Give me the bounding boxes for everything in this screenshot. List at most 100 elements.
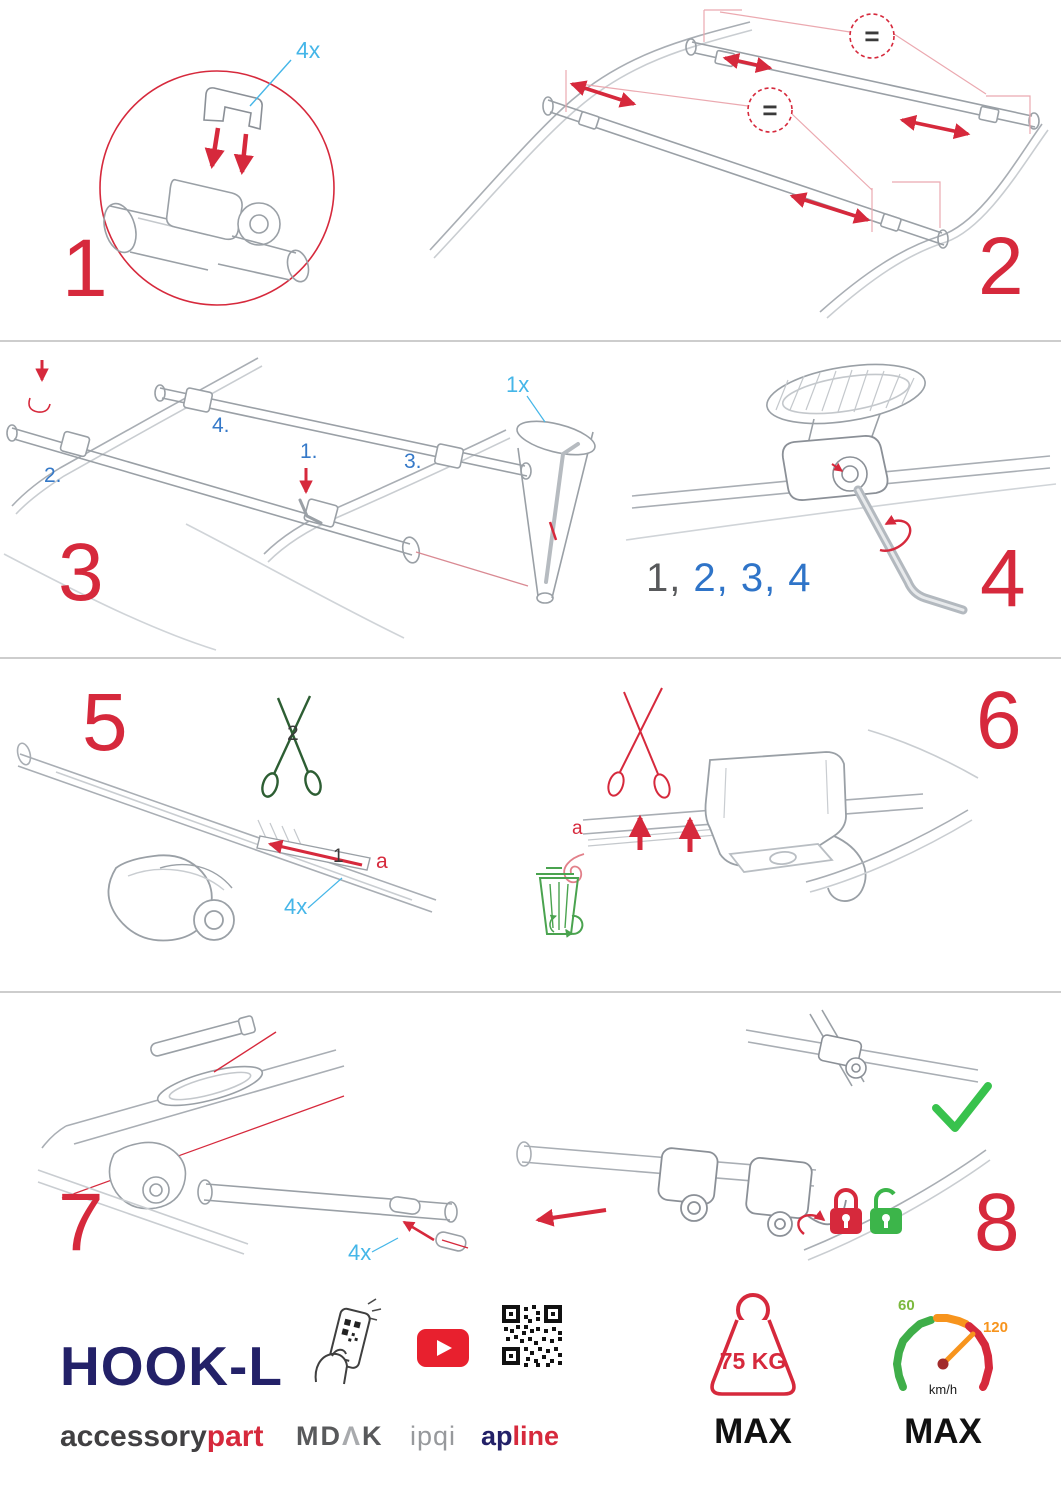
brand-name: accessorypart: [60, 1420, 263, 1454]
logo-mdak-lambda: Λ: [342, 1421, 363, 1451]
step3-illustration: 2. 4. 1. 3. 1x: [3, 357, 596, 651]
slide-arrow: [535, 1208, 607, 1227]
qty-label-4x: 4x: [348, 1240, 371, 1265]
step-number-6: 6: [976, 675, 1022, 766]
step-number-5: 5: [82, 677, 128, 768]
tightening-sequence: 1,2, 3, 4: [646, 556, 812, 601]
logo-apline-ap: ap: [481, 1421, 513, 1451]
equal-sign: =: [864, 21, 879, 51]
sequence-remaining: 2, 3, 4: [693, 556, 812, 600]
step-number-4: 4: [980, 533, 1026, 624]
step5-illustration: 2 1 a 4x: [16, 695, 437, 942]
roof-rails: [3, 357, 511, 651]
crossbars: [6, 384, 532, 564]
qty-label-1x: 1x: [506, 372, 529, 397]
product-name: HOOK-L: [60, 1335, 283, 1397]
push-up-arrows: [628, 814, 702, 852]
logo-ipqi: ipqi: [410, 1421, 457, 1451]
clamp: [37, 1141, 249, 1255]
brand-part: part: [206, 1420, 264, 1453]
step6-illustration: a: [536, 687, 979, 938]
cut-strap-curl: [563, 853, 585, 884]
upper-bar: [41, 1049, 345, 1149]
insert-arrows: [204, 127, 254, 176]
funnel-with-hex-key: [516, 420, 596, 604]
equal-spacing-badge-rear: =: [849, 13, 895, 59]
logo-apline: apline: [481, 1421, 559, 1452]
substep-3-label: 3.: [404, 450, 422, 473]
section-divider-2: [0, 657, 1061, 659]
brand-accessory: accessory: [60, 1420, 207, 1453]
clamp-foot: [107, 854, 235, 942]
speed-max-value-label: 120: [983, 1319, 1008, 1336]
qty-label-4x: 4x: [284, 894, 307, 919]
logo-mdak-k: K: [362, 1421, 384, 1451]
substep-4-label: 4.: [212, 414, 230, 437]
roof-rail: [16, 742, 437, 913]
step-number-8: 8: [974, 1177, 1020, 1268]
needle: [940, 1331, 976, 1367]
zoom-circle: [99, 70, 335, 306]
step-number-1: 1: [62, 223, 108, 314]
crossbar-clamp-drawing: [103, 178, 310, 283]
step1-illustration: 4x: [99, 37, 335, 306]
trash-recycle-icon: [536, 867, 584, 938]
flush-rail: [803, 1149, 991, 1261]
equal-spacing-badge-front: =: [747, 87, 793, 133]
strap-a-label: a: [376, 850, 388, 873]
section-divider-1: [0, 340, 1061, 342]
bar-end-section: [766, 363, 926, 445]
padlock-closed-icon: [830, 1188, 862, 1234]
weight-max-label: MAX: [714, 1412, 792, 1451]
step7-illustration: 4x: [37, 1015, 469, 1265]
cover-strip: [150, 1015, 256, 1057]
flush-rail: [805, 809, 973, 893]
logo-mdak-md: MD: [296, 1421, 342, 1451]
rotation-arrow: [879, 514, 912, 552]
foot-bracket: [704, 751, 867, 902]
crossbars: [542, 38, 1040, 249]
pull-step-label: 1: [333, 846, 344, 867]
hexkey-pointer: [298, 468, 323, 525]
speed-min-label: 60: [898, 1297, 915, 1314]
step4-illustration: [625, 363, 1057, 615]
fixing-bracket: [203, 87, 263, 131]
hex-key: [853, 485, 968, 615]
clamp-with-bolt: [781, 435, 889, 501]
equal-sign: =: [762, 95, 777, 125]
adjust-arrows: [569, 53, 971, 224]
correct-mount-mini: [745, 1009, 979, 1087]
section-divider-3: [0, 991, 1061, 993]
rotation-arrow: [797, 1210, 826, 1235]
weight-kettlebell-icon: 75 KG: [710, 1293, 796, 1396]
clamps: [657, 1147, 847, 1237]
padlock-open-icon: [870, 1188, 902, 1234]
step-number-2: 2: [978, 221, 1024, 312]
speed-unit-label: km/h: [929, 1382, 957, 1397]
step-number-7: 7: [58, 1177, 104, 1268]
checkmark-icon: [932, 1082, 992, 1132]
cut-step-label: 2: [287, 722, 299, 745]
lower-bar-endcaps: [197, 1179, 467, 1252]
phone-scan-icon: [314, 1298, 382, 1385]
qty-label-4x: 4x: [296, 37, 321, 63]
speed-max-label: MAX: [904, 1412, 982, 1451]
youtube-play-icon: [417, 1329, 469, 1367]
first-step-pointer: [28, 360, 51, 413]
step8-illustration: [516, 1009, 992, 1261]
step-number-3: 3: [58, 527, 104, 618]
max-weight-value: 75 KG: [720, 1348, 786, 1374]
logo-mdak: MDΛK: [296, 1421, 384, 1452]
scissors-icon: [607, 687, 671, 799]
sequence-done: 1,: [646, 556, 682, 600]
logo-apline-line: line: [512, 1421, 560, 1451]
qr-code: [502, 1305, 562, 1367]
cap-insert-arrows: [402, 1220, 469, 1249]
pull-arrow: [267, 839, 363, 867]
step2-illustration: = =: [429, 9, 1049, 319]
substep-1-label: 1.: [300, 440, 318, 463]
roof-rails: [429, 21, 1049, 319]
substep-2-label: 2.: [44, 464, 62, 487]
speedometer-icon: 60 120 km/h: [893, 1297, 1008, 1397]
